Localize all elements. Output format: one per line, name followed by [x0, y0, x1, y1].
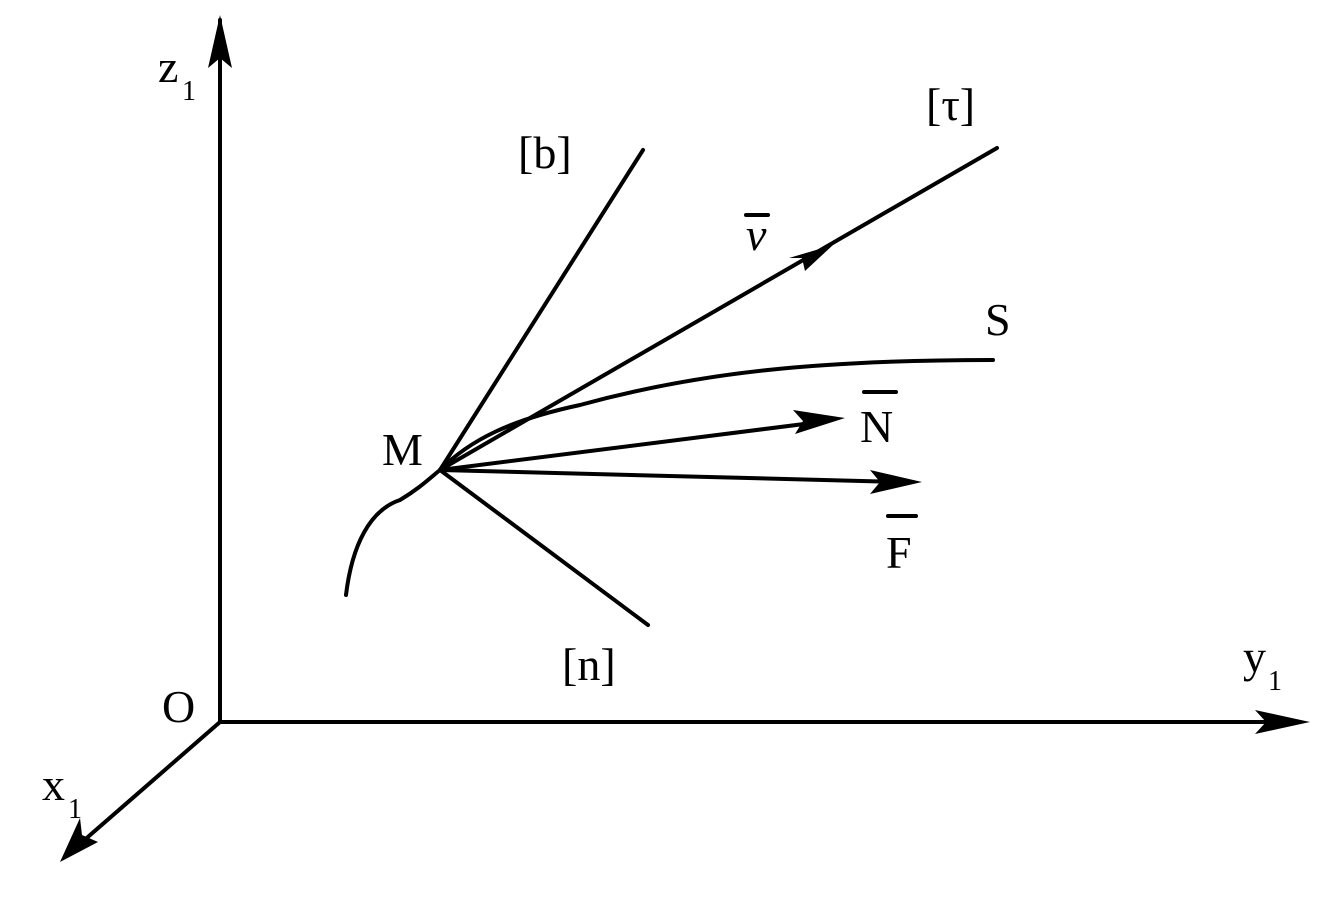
x-axis-subscript: 1: [68, 794, 82, 825]
point-m-label: M: [382, 424, 423, 475]
x-axis: [64, 720, 222, 858]
vector-f-shaft: [438, 468, 902, 484]
binormal-label: [b]: [518, 127, 572, 178]
y-axis-label: y: [1243, 631, 1266, 682]
vector-n-shaft: [438, 420, 822, 472]
z-axis-subscript: 1: [182, 76, 196, 107]
x-axis-arrowhead: [60, 818, 98, 862]
velocity-label: v: [746, 209, 767, 260]
velocity-arrowhead: [789, 245, 833, 271]
y-axis-subscript: 1: [1268, 666, 1282, 697]
vector-n-label: N: [860, 401, 893, 452]
y-axis-arrowhead: [1255, 710, 1310, 734]
tangent-label: [τ]: [926, 79, 975, 130]
normal-line: [438, 468, 650, 627]
origin-label: O: [162, 681, 195, 732]
vector-f-label: F: [886, 527, 912, 578]
z-axis-arrowhead: [208, 15, 232, 68]
curve-s-label: S: [985, 294, 1011, 345]
binormal-line: [438, 148, 645, 472]
vector-f-arrowhead: [870, 470, 922, 494]
tangent-line: [438, 146, 999, 472]
x-axis-label: x: [42, 759, 65, 810]
vector-n-arrowhead: [793, 410, 845, 434]
trajectory-curve: [344, 358, 995, 597]
normal-label: [n]: [562, 639, 616, 690]
z-axis-label: z: [158, 41, 178, 92]
